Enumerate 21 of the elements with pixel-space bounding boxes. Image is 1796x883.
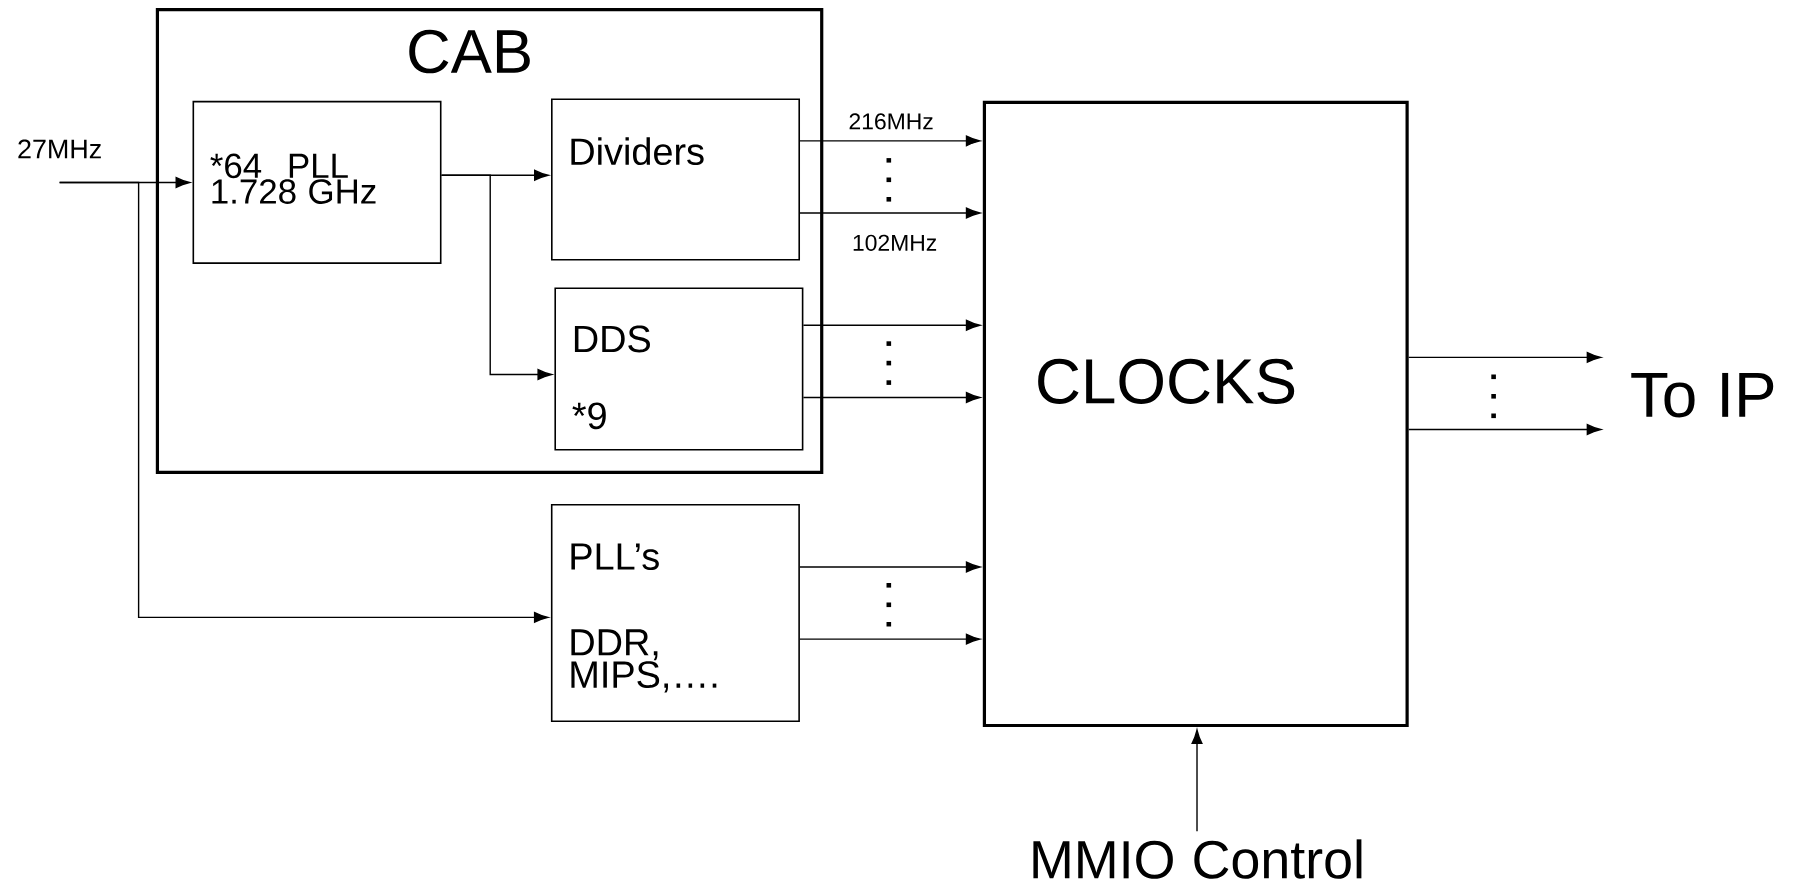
arrow — [1191, 729, 1203, 832]
signal-label: To IP — [1631, 372, 1774, 418]
signal-label: MMIO Control — [1033, 839, 1362, 879]
signal-label: 27MHz — [18, 139, 101, 159]
arrow — [58, 181, 549, 623]
arrow — [1408, 424, 1602, 435]
block-box: PLL’s DDR, MIPS,…. — [550, 504, 800, 723]
block-box: DDS *9 — [554, 287, 804, 451]
arrow — [799, 135, 981, 147]
arrow — [1408, 351, 1602, 363]
block-box: *64 PLL 1.728 GHz — [192, 100, 442, 264]
edge-label: 102MHz — [850, 233, 939, 252]
block-box: Dividers — [551, 98, 800, 261]
arrow — [440, 174, 553, 380]
arrow — [802, 392, 981, 403]
arrow — [799, 207, 981, 219]
block-box: CLOCKS — [982, 100, 1409, 728]
arrow — [802, 319, 981, 331]
edge-label: 216MHz — [847, 112, 935, 131]
arrow — [799, 561, 981, 573]
arrow — [799, 633, 981, 645]
